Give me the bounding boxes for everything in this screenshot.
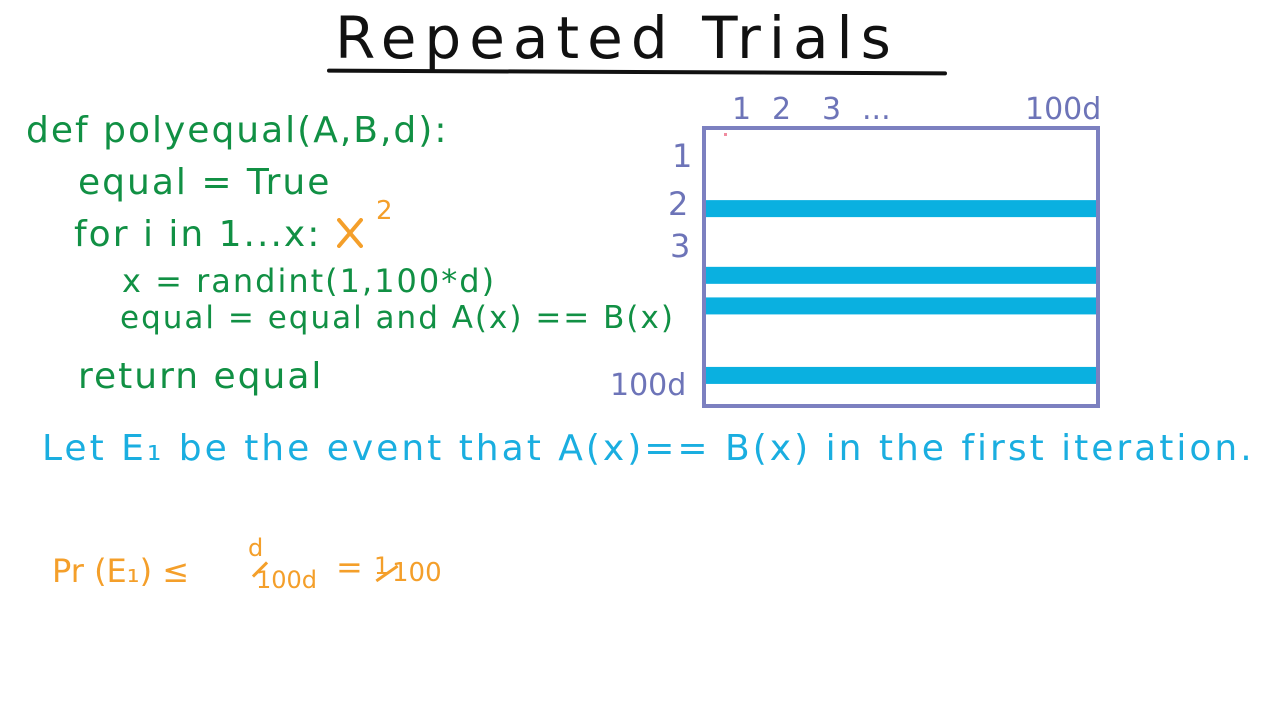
code-line-def: def polyequal(A,B,d): <box>26 110 449 151</box>
col-label-1: 1 <box>732 92 751 127</box>
strike-x-annotation <box>337 218 363 248</box>
col-label-100d: 100d <box>1025 92 1101 127</box>
code-line-equal-init: equal = True <box>78 162 332 203</box>
probability-statement: Pr (E₁) ≤ d 100d = 1 100 <box>52 532 472 602</box>
code-line-compare: equal = equal and A(x) == B(x) <box>120 300 675 336</box>
fraction-denominator-100: 100 <box>392 558 442 588</box>
code-line-return: return equal <box>78 356 324 397</box>
row-label-100d: 100d <box>610 368 686 403</box>
row-label-2: 2 <box>668 185 688 223</box>
grid-bar-4 <box>704 366 1098 384</box>
evaluation-grid: 1 2 3 ... 100d 1 2 3 100d <box>610 92 1101 408</box>
grid-bar-1 <box>704 200 1098 218</box>
code-line-for: for i in 1...x: <box>74 214 322 255</box>
grid-frame <box>702 126 1100 408</box>
col-label-3: 3 <box>822 92 841 127</box>
grid-bar-2 <box>704 266 1098 284</box>
row-label-3: 3 <box>670 227 690 265</box>
page-title: Repeated Trials <box>335 4 899 72</box>
row-label-1: 1 <box>672 137 692 175</box>
event-definition: Let E₁ be the event that A(x)== B(x) in … <box>42 428 1255 469</box>
fraction-numerator-d: d <box>248 534 264 562</box>
exponent-annotation: 2 <box>376 196 393 226</box>
bars-group <box>704 200 1098 384</box>
col-label-ellipsis: ... <box>862 92 891 127</box>
equals-sign: = <box>336 548 363 586</box>
grid-bar-3 <box>704 297 1098 315</box>
code-line-randint: x = randint(1,100*d) <box>122 262 497 300</box>
col-label-2: 2 <box>772 92 791 127</box>
fraction-denominator-100d: 100d <box>256 566 318 594</box>
first-cell-mark <box>724 133 727 136</box>
probability-label: Pr (E₁) ≤ <box>52 552 190 590</box>
